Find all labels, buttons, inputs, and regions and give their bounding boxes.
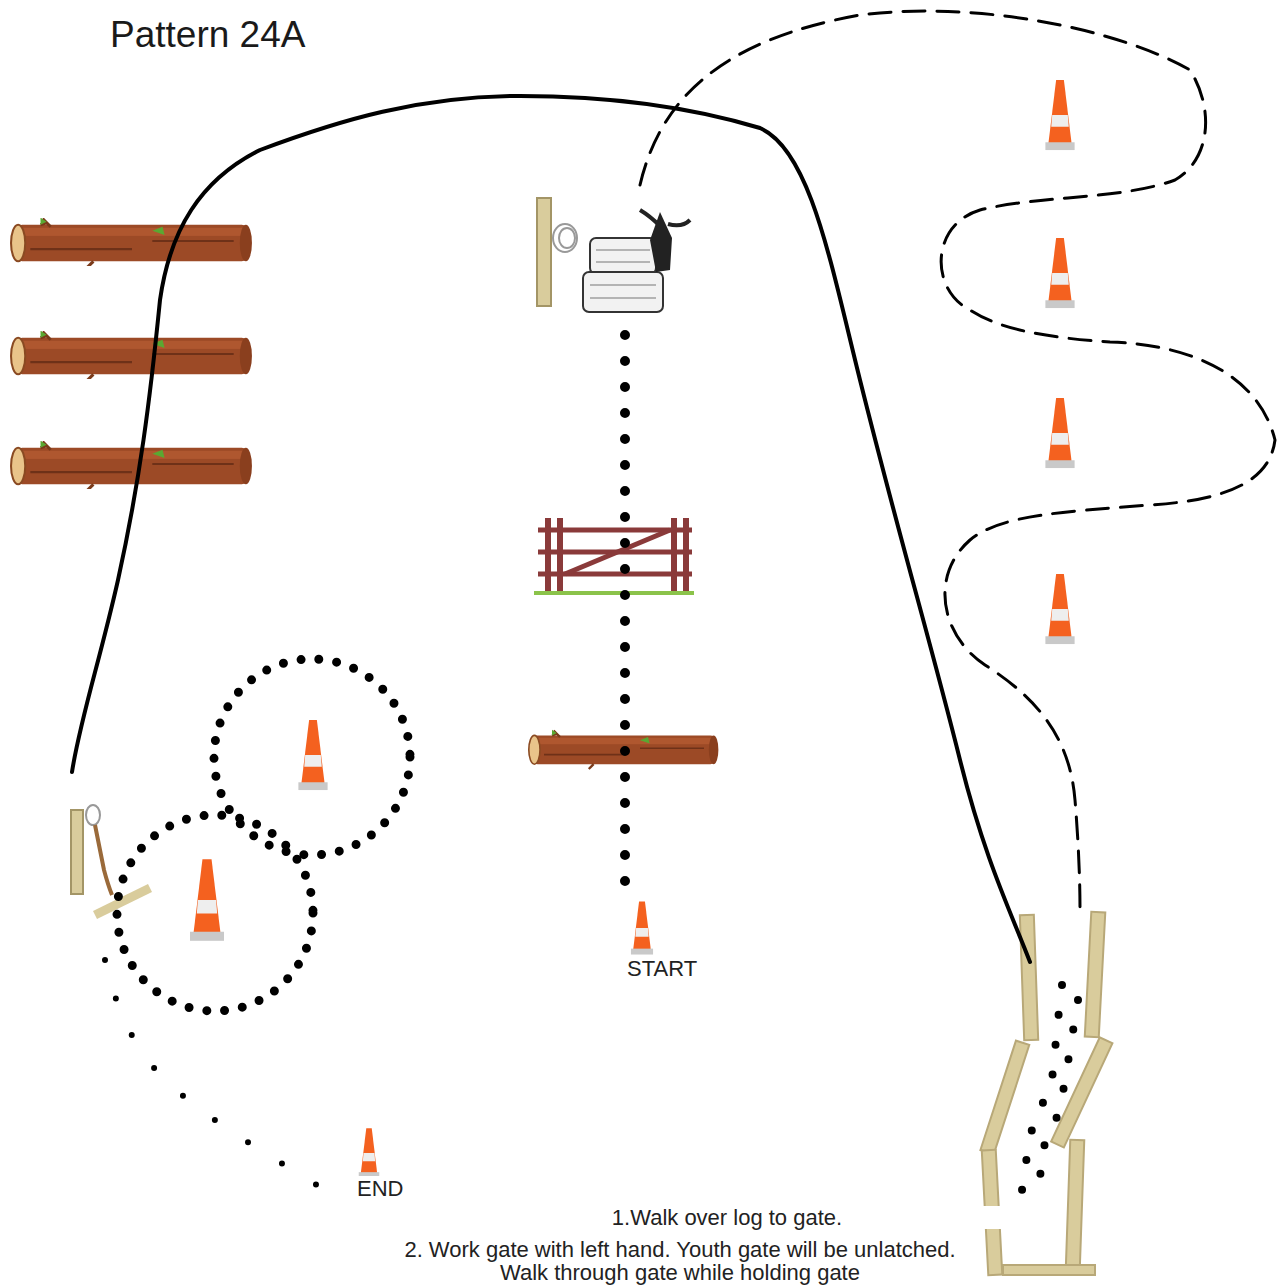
rope-post [71,805,150,915]
log-obstacles-part [11,441,252,491]
hay-bale-steer-part [640,210,690,226]
path-lines [72,11,1275,1230]
hay-bale-steer-part [590,250,656,298]
bridge-part [1051,1037,1112,1147]
path-lines-part [72,96,1030,962]
start-label: START [627,956,697,982]
hay-bale-steer-part [590,238,656,274]
rope-post-part [95,825,112,895]
cones-part [1045,574,1074,644]
instruction-note: 2. Work gate with left hand. Youth gate … [400,1238,960,1284]
hay-bale-steer-part [583,272,663,312]
log-obstacles-part [11,331,252,381]
gate [534,518,694,593]
hay-bale-steer-part [537,198,551,306]
cones-part [359,1128,380,1177]
hay-bale-steer [537,198,690,312]
path-lines-part [105,960,330,1193]
gate-part [538,530,692,574]
path-lines-part [620,335,630,900]
path-lines-part [214,659,410,855]
rope-post-part [86,805,100,825]
bridge-part [1066,1140,1085,1270]
pattern-title: Pattern 24A [110,14,305,56]
path-lines-part [640,11,1275,912]
cones-part [631,901,653,954]
cones-part [1045,80,1074,150]
log-obstacles [11,218,718,769]
bridge-part [1003,1265,1095,1275]
gate-part [565,530,670,574]
cones-part [190,859,224,941]
bridge-part [1085,912,1106,1038]
rope-post-part [71,810,83,894]
cones [190,80,1075,1178]
bridge-part [980,1041,1029,1155]
cones-part [1045,398,1074,468]
log-obstacles-part [11,218,252,268]
cones-part [298,720,327,790]
instruction-note: 1.Walk over log to gate. [410,1206,1044,1229]
path-lines-part [117,815,313,1011]
rope-post-part [95,888,150,915]
hay-bale-steer-part [559,228,575,248]
hay-bale-steer-part [553,224,577,252]
bridge-part [1020,915,1038,1040]
gate-part [534,591,694,595]
path-lines-part [1022,985,1078,1230]
cones-part [1045,238,1074,308]
end-label: END [357,1176,403,1202]
